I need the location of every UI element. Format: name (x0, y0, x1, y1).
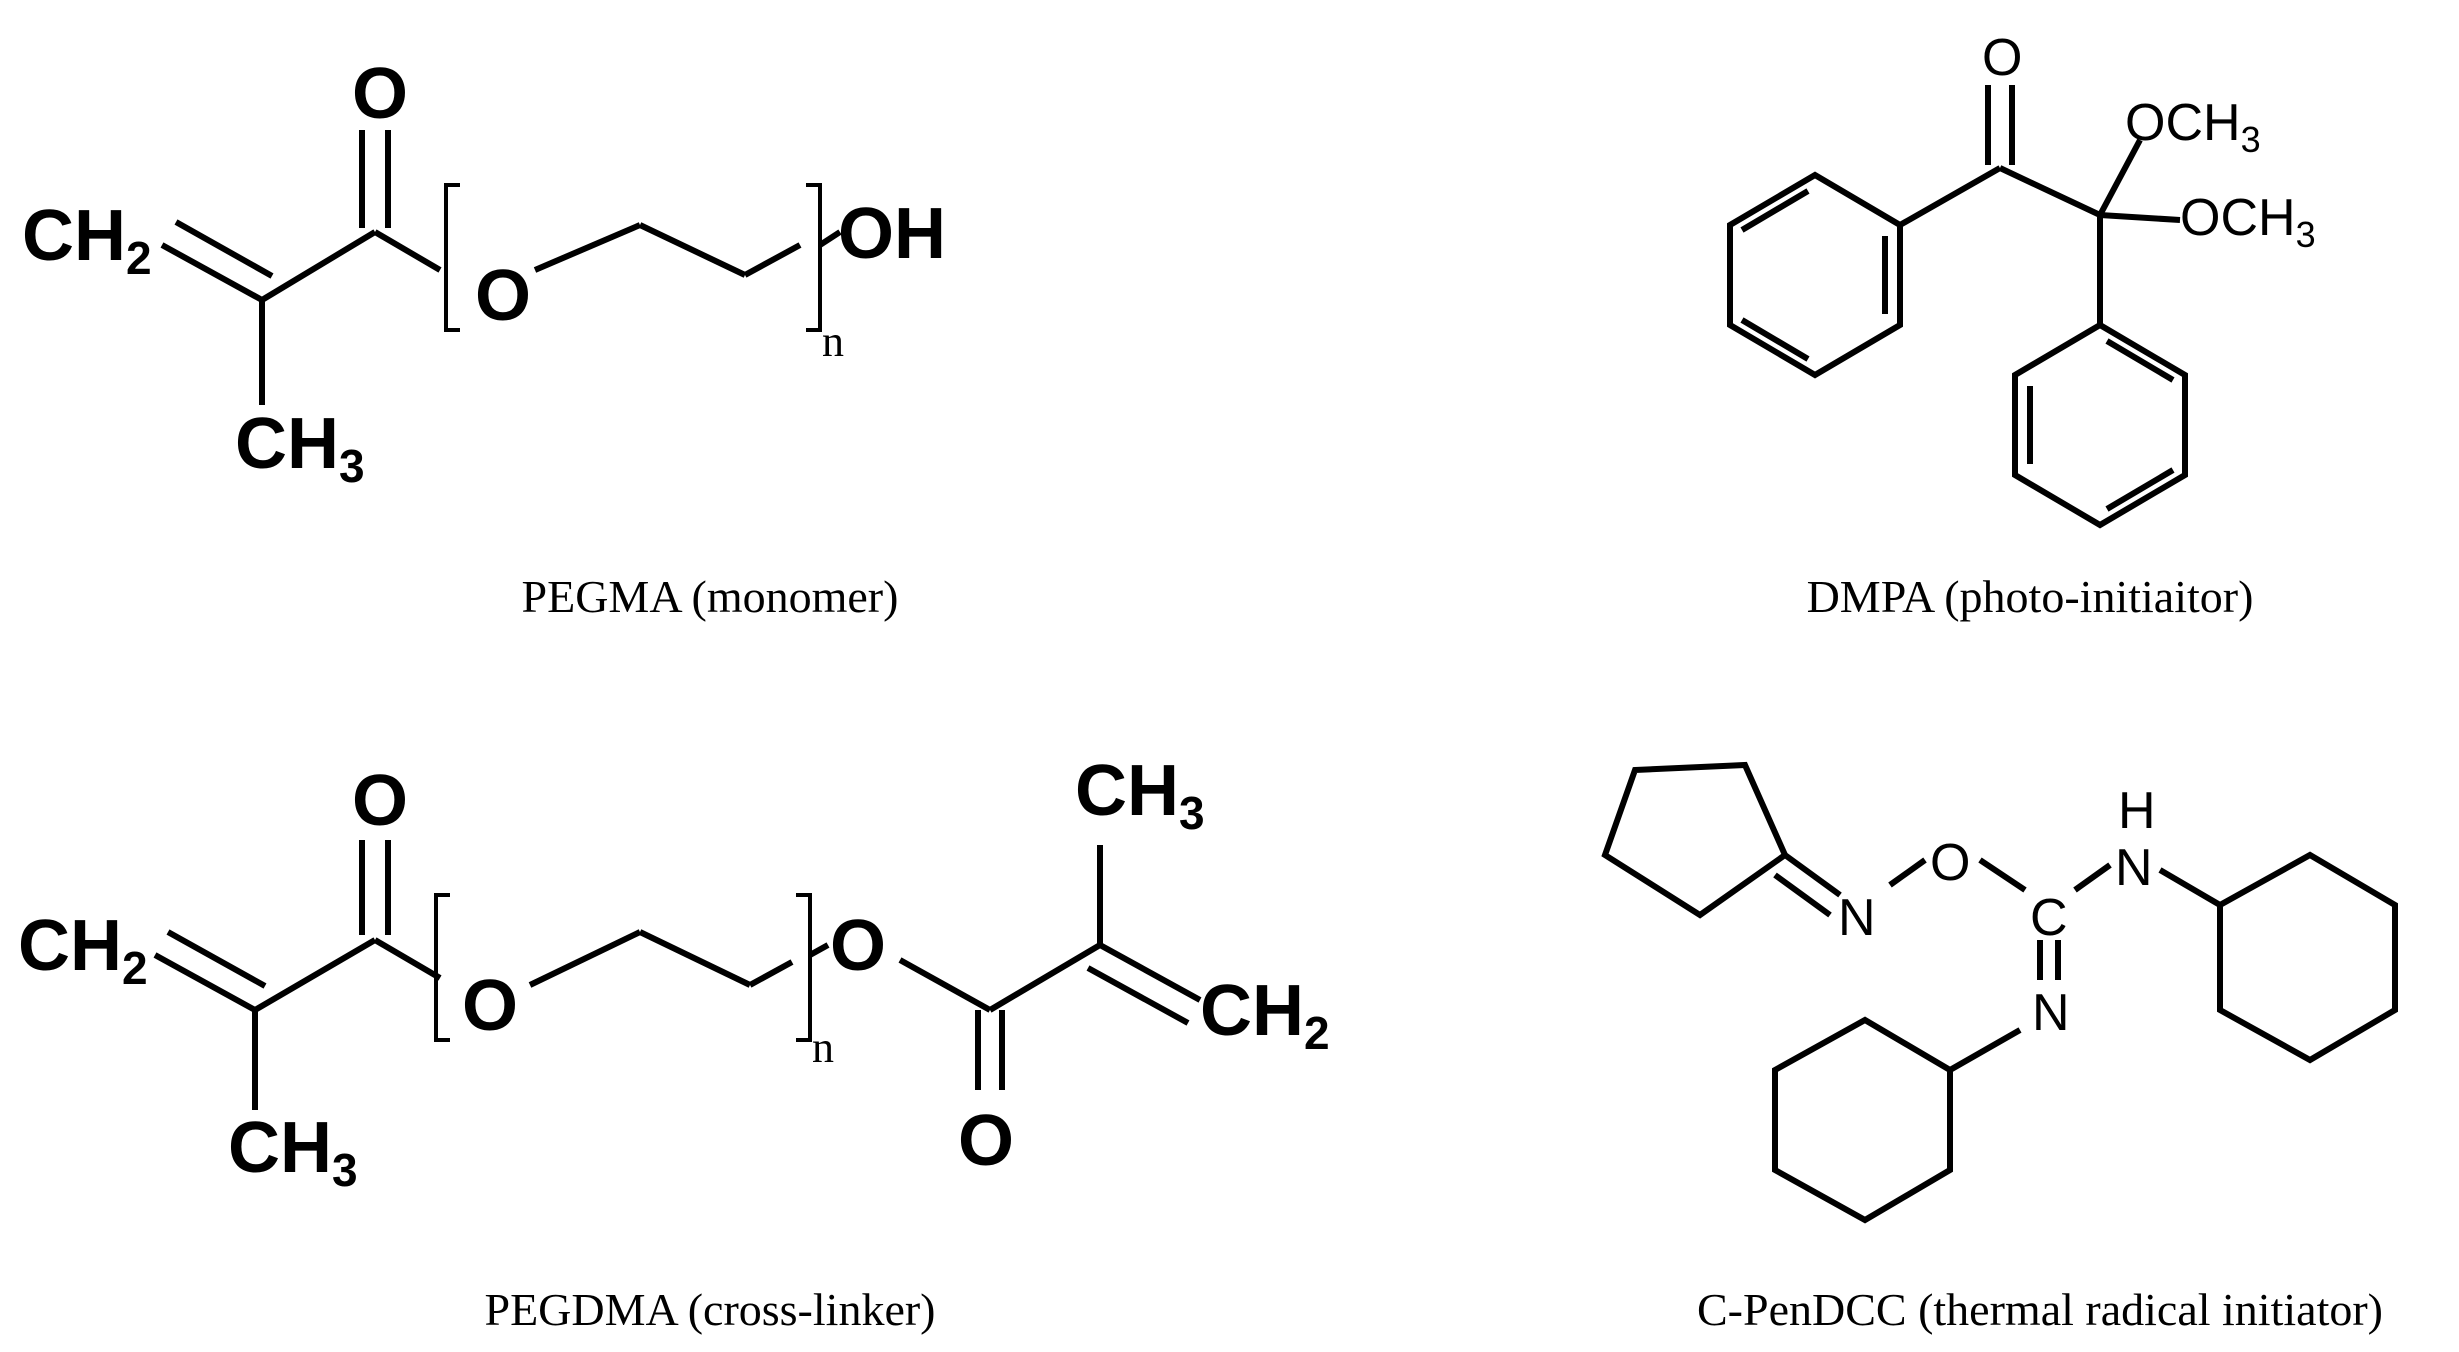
pegma-oh-label: OH (838, 194, 946, 274)
pegma-carbonyl-o-label: O (352, 54, 408, 134)
pegdma-ch3-left-label: CH3 (228, 1108, 358, 1196)
pegdma-ch3-right-label: CH3 (1075, 751, 1205, 839)
pegma-caption: PEGMA (monomer) (522, 571, 899, 622)
cpendcc-c-label: C (2030, 889, 2068, 947)
pegma-repeat-n: n (822, 317, 844, 366)
dmpa-och3-top-label: OCH3 (2125, 94, 2261, 160)
cpendcc-nh-h-label: H (2118, 782, 2156, 840)
dmpa-och3-right-label: OCH3 (2180, 189, 2316, 255)
pegdma-ch2-left-label: CH2 (18, 906, 148, 994)
dmpa-caption: DMPA (photo-initiaitor) (1807, 571, 2254, 622)
pegdma-ch2-right-label: CH2 (1200, 971, 1330, 1059)
pegdma-repeat-n: n (812, 1023, 834, 1072)
pegdma-carbonyl-o-right-label: O (958, 1101, 1014, 1181)
pegma-ether-o-label: O (475, 256, 531, 336)
pegdma-ester-o-label: O (830, 906, 886, 986)
pegma-ch3-label: CH3 (235, 404, 365, 492)
dmpa-structure: O OCH3 OCH3 (1727, 29, 2316, 529)
cpendcc-oxime-n-label: N (1838, 889, 1876, 947)
pegdma-ether-o-label: O (462, 966, 518, 1046)
pegma-structure: CH2 CH3 O O OH n (22, 54, 946, 492)
pegdma-structure: CH2 CH3 O O n O O CH3 CH2 (18, 751, 1330, 1196)
pegdma-carbonyl-o-left-label: O (352, 761, 408, 841)
cpendcc-caption: C-PenDCC (thermal radical initiator) (1697, 1284, 2383, 1335)
pegma-ch2-label: CH2 (22, 196, 152, 284)
dmpa-carbonyl-o-label: O (1982, 29, 2022, 87)
pegdma-caption: PEGDMA (cross-linker) (485, 1284, 936, 1335)
cpendcc-nh-n-label: N (2115, 839, 2153, 897)
cpendcc-structure: N O C H N N (1601, 761, 2398, 1224)
cpendcc-imine-n-label: N (2032, 984, 2070, 1042)
cpendcc-o-label: O (1930, 834, 1970, 892)
